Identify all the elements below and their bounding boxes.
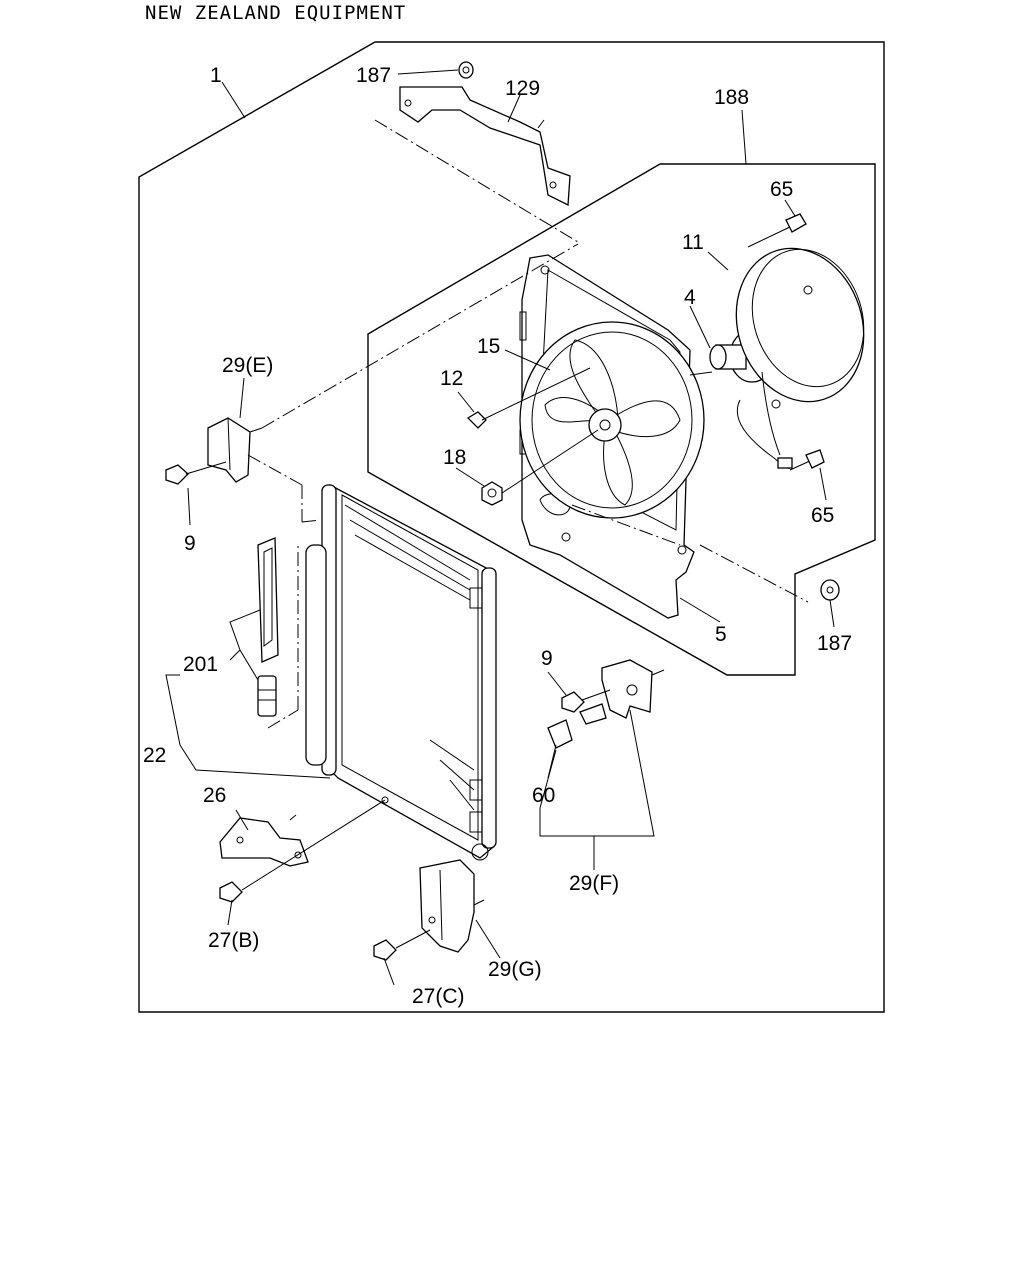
callout-9-right: 9 — [541, 647, 553, 670]
motor-housing-11 — [735, 247, 865, 469]
callout-29g: 29(G) — [488, 958, 542, 981]
link-line — [267, 709, 299, 729]
bolt-27b — [219, 799, 386, 903]
clip-60 — [547, 703, 607, 749]
bracket-26 — [219, 814, 309, 867]
link-line — [301, 519, 321, 523]
callout-65-right: 65 — [811, 504, 834, 527]
callout-11: 11 — [682, 231, 704, 254]
bolt-9-left — [165, 461, 227, 485]
nut-187-right — [820, 579, 840, 601]
callout-1: 1 — [210, 64, 222, 87]
screw-65-top — [747, 213, 807, 248]
bracket-29g — [419, 859, 485, 953]
bolt-12 — [466, 367, 591, 429]
diagram-title: NEW ZEALAND EQUIPMENT — [145, 2, 407, 24]
callout-9-left: 9 — [184, 532, 196, 555]
callout-60: 60 — [532, 784, 555, 807]
callout-22: 22 — [143, 744, 166, 767]
callout-15: 15 — [477, 335, 500, 358]
callout-27b: 27(B) — [208, 929, 259, 952]
callout-201: 201 — [183, 653, 218, 676]
screw-65-right — [789, 449, 825, 471]
receiver-201 — [257, 537, 279, 717]
nut-187-top — [458, 61, 474, 79]
fan-assembly-frame — [367, 163, 876, 676]
link-line — [374, 119, 579, 243]
callout-65-top: 65 — [770, 178, 793, 201]
callout-26: 26 — [203, 784, 226, 807]
bracket-29e — [207, 417, 263, 483]
callout-27c: 27(C) — [412, 985, 465, 1008]
assembly-frame — [138, 41, 885, 1013]
link-line — [261, 243, 579, 429]
callout-188: 188 — [714, 86, 749, 109]
bolt-9-right — [561, 689, 611, 713]
nut-18 — [481, 429, 599, 506]
bracket-29f — [601, 659, 665, 719]
leader-lines — [165, 69, 835, 986]
callout-12: 12 — [440, 367, 463, 390]
link-line — [699, 544, 809, 603]
link-line — [571, 504, 681, 546]
fan-15 — [519, 321, 705, 519]
bolt-27c — [373, 929, 431, 961]
callout-187-right: 187 — [817, 632, 852, 655]
bracket-129 — [399, 86, 571, 207]
callout-187-top: 187 — [356, 64, 391, 87]
callout-129: 129 — [505, 77, 540, 100]
callout-18: 18 — [443, 446, 466, 469]
callout-5: 5 — [715, 623, 727, 646]
link-line — [247, 454, 303, 486]
callout-29e: 29(E) — [222, 354, 273, 377]
callout-29f: 29(F) — [569, 872, 619, 895]
condenser-22 — [305, 483, 497, 861]
callout-4: 4 — [684, 286, 696, 309]
